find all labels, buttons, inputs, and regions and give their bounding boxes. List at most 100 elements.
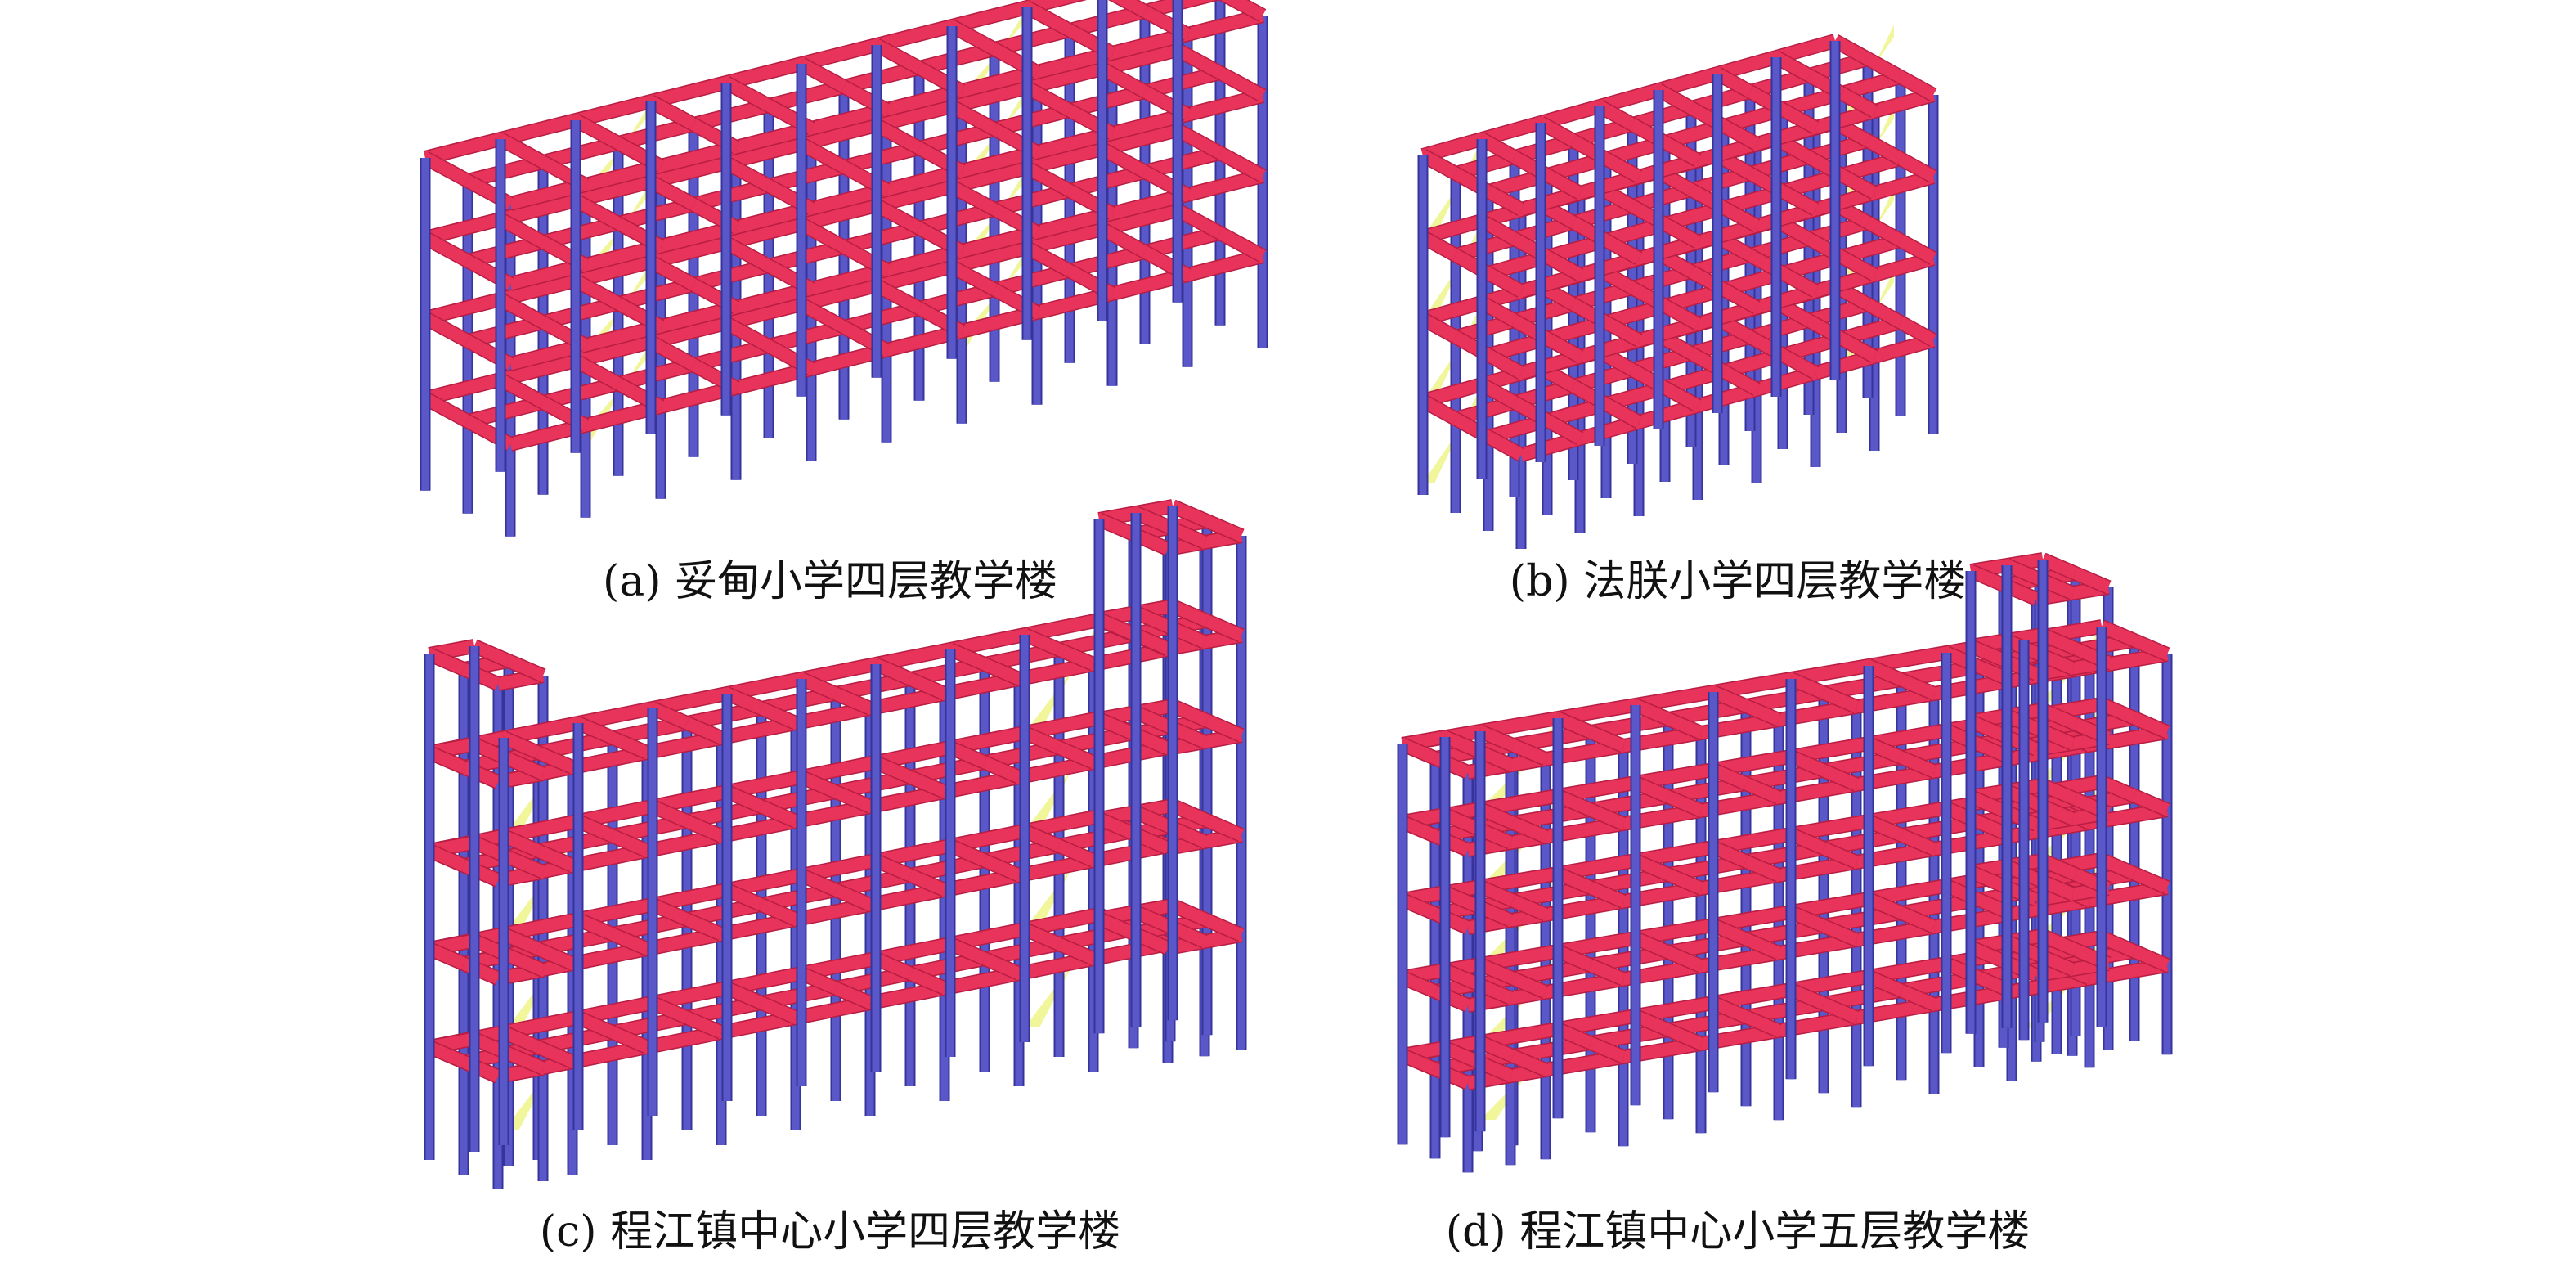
panel-b-beam-cross-1-7-1 — [1865, 299, 1904, 328]
panel-a-beam-cross-2-9-0 — [1099, 143, 1148, 178]
panel-a-beam-cross-2-3-0 — [648, 256, 697, 290]
panel-a-beam-long-3-0-2 — [574, 175, 653, 207]
panel-c-beam-cross-1-2-0 — [576, 1012, 615, 1038]
panel-a-beam-long-1-0-0 — [424, 373, 502, 405]
panel-a-beam-cross-1-7-0 — [949, 261, 998, 295]
panel-a-beam-long-4-0-4 — [725, 57, 803, 89]
panel-c-beam-cross-4-5-1 — [833, 688, 873, 714]
panel-a-beam-cross-4-0-0 — [422, 152, 471, 187]
panel-c-beam-cross-3-3-0 — [650, 801, 689, 827]
panel-a-beam-cross-4-6-0 — [873, 39, 922, 74]
panel-b-beam-cross-2-7-1 — [1865, 217, 1904, 246]
panel-b-beam-cross-3-3-2 — [1662, 218, 1701, 248]
panel-a-beam-long-4-2-9 — [1186, 9, 1264, 41]
panel-a-beam-cross-1-4-0 — [723, 317, 772, 352]
panel-a-beam-cross-1-10-0 — [1174, 205, 1223, 239]
panel-d-left-beam-cross-3-0-0 — [1400, 894, 1438, 919]
panel-a-beam-long-4-0-5 — [800, 38, 878, 70]
panel-a-beam-long-2-0-0 — [424, 293, 502, 325]
panel-a-beam-cross-2-1-0 — [497, 294, 546, 328]
panel-c-beam-cross-2-6-0 — [873, 855, 913, 881]
beams-layer — [421, 0, 2170, 1090]
panel-b-beam-cross-1-4-2 — [1721, 366, 1760, 395]
panel-c-beam-cross-4-8-1 — [1057, 644, 1096, 670]
panel-c-left-beam-cross-5-1-0 — [472, 640, 511, 667]
panel-d-left-beam-cross-4-0-0 — [1400, 816, 1438, 842]
panel-a-beam-cross-1-8-0 — [1024, 242, 1073, 276]
panel-b-beam-cross-3-0-0 — [1420, 231, 1459, 261]
panel-a-beam-long-1-2-9 — [1186, 249, 1264, 281]
panel-a-beam-long-1-0-3 — [649, 317, 728, 348]
panel-a-beam-long-3-0-0 — [424, 213, 502, 245]
panel-d-beam-cross-2-9-0 — [2099, 854, 2137, 879]
panel-d-beam-cross-1-6-1 — [1899, 985, 1936, 1010]
panel-d-beam-cross-4-4-1 — [1744, 778, 1781, 803]
panel-b-beam-cross-2-0-0 — [1420, 313, 1459, 343]
panel-a-beam-cross-2-6-0 — [873, 200, 922, 234]
caption-panel-b: (b) 法朕小学四层教学楼 — [1509, 557, 1967, 606]
panel-d-beam-cross-1-3-1 — [1666, 1024, 1703, 1050]
panel-c-beam-cross-3-4-0 — [725, 786, 764, 812]
panel-c-beam-cross-4-8-0 — [1022, 629, 1061, 655]
panel-d-tower-beam-cross-6-2-1 — [2073, 568, 2111, 593]
panel-c-beam-cross-4-3-0 — [650, 703, 689, 729]
panel-c-left-beam-cross-5-1-1 — [506, 655, 545, 681]
panel-d-beam-cross-3-9-0 — [2099, 776, 2137, 802]
panel-d-tower-beam-cross-5-2-0 — [2040, 629, 2078, 654]
panel-d-beam-cross-3-5-1 — [1821, 843, 1859, 868]
panel-b-beam-cross-4-3-2 — [1662, 137, 1701, 166]
panel-d-beam-cross-5-9-1 — [2132, 635, 2170, 660]
panel-c-tower-beam-cross-2-2-1 — [1205, 815, 1244, 841]
panel-d-beam-cross-3-3-1 — [1666, 869, 1703, 894]
panel-b-beam-cross-2-3-2 — [1662, 300, 1701, 330]
panel-a-beam-cross-3-10-1 — [1217, 67, 1266, 101]
panel-b-beam-cross-4-2-2 — [1603, 153, 1642, 182]
panel-c-beam-cross-2-3-0 — [650, 899, 689, 925]
panel-a-beam-cross-1-2-0 — [572, 355, 622, 389]
panel-a-beam-cross-3-8-0 — [1024, 82, 1073, 116]
panel-d-beam-cross-1-4-0 — [1711, 997, 1748, 1023]
panel-d-beam-cross-2-3-1 — [1666, 946, 1703, 972]
panel-c-beam-cross-1-7-1 — [982, 953, 1021, 979]
panel-a-beam-long-1-0-6 — [875, 260, 954, 292]
panel-d-beam-cross-5-3-1 — [1666, 713, 1703, 739]
panel-d-left-beam-cross-5-1-0 — [1443, 731, 1480, 757]
panel-d-beam-cross-3-2-0 — [1555, 868, 1593, 893]
panel-b-beam-cross-4-0-2 — [1485, 186, 1524, 215]
panel-c-tower-beam-cross-2-0-0 — [1097, 813, 1136, 839]
panel-a-beam-cross-4-9-0 — [1111, 0, 1148, 17]
panel-c-beam-cross-3-6-0 — [873, 757, 913, 783]
panel-a-beam-long-2-2-9 — [1186, 169, 1264, 201]
panel-c-beam-cross-2-8-0 — [1022, 825, 1061, 852]
panel-c-beam-cross-3-2-1 — [610, 830, 649, 856]
panel-a-beam-long-2-0-8 — [1025, 142, 1104, 174]
panel-a-beam-cross-4-2-0 — [572, 115, 622, 149]
panel-c-left-beam-cross-2-0-0 — [427, 943, 466, 969]
panel-d-beam-cross-5-5-0 — [1788, 673, 1826, 699]
panel-b-beam-cross-3-7-1 — [1865, 135, 1904, 164]
panel-a-beam-long-1-0-4 — [725, 298, 803, 330]
panel-d-beam-cross-2-1-1 — [1510, 973, 1548, 998]
panel-d-beam-cross-4-2-1 — [1588, 804, 1626, 829]
panel-a-beam-cross-1-6-0 — [873, 280, 922, 314]
panel-a-beam-long-3-0-9 — [1101, 43, 1179, 75]
panel-d-beam-cross-1-5-0 — [1788, 984, 1826, 1009]
panel-b-beam-cross-3-2-2 — [1603, 235, 1642, 264]
panel-c-beam-cross-1-7-0 — [948, 938, 987, 964]
panel-b-beam-cross-3-7-2 — [1897, 153, 1936, 182]
panel-d-beam-cross-2-2-0 — [1555, 946, 1593, 971]
panel-c-beam-cross-3-5-0 — [799, 771, 838, 798]
panel-a-beam-cross-2-0-0 — [422, 312, 471, 347]
panel-d-beam-cross-4-9-0 — [2099, 699, 2137, 724]
panel-d-beam-cross-5-2-1 — [1588, 726, 1626, 752]
panel-a-beam-long-4-0-8 — [1025, 0, 1082, 14]
panel-c-left-beam-cross-2-1-1 — [506, 950, 545, 976]
panel-d-beam-cross-4-3-0 — [1633, 777, 1671, 802]
panel-c-tower-beam-cross-3-2-0 — [1170, 700, 1209, 726]
panel-b-beam-cross-4-7-1 — [1865, 53, 1904, 83]
panel-a-beam-long-4-0-6 — [875, 20, 954, 52]
panel-a-beam-cross-3-1-0 — [497, 213, 546, 248]
panel-c-beam-cross-4-6-0 — [873, 658, 913, 685]
panel-a-beam-long-3-0-6 — [875, 100, 954, 132]
panel-d-beam-cross-5-6-0 — [1866, 660, 1904, 685]
